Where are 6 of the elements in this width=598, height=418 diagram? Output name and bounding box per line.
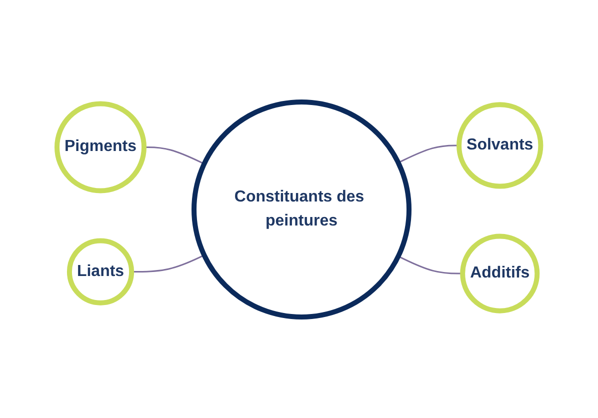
node-circle: Additifs: [460, 233, 540, 313]
node-circle: Solvants: [456, 102, 544, 188]
node-circle: Pigments: [54, 100, 147, 193]
node-circle: Constituants des peintures: [192, 99, 412, 319]
node-circle: Liants: [67, 238, 134, 305]
connector: [144, 146, 205, 164]
